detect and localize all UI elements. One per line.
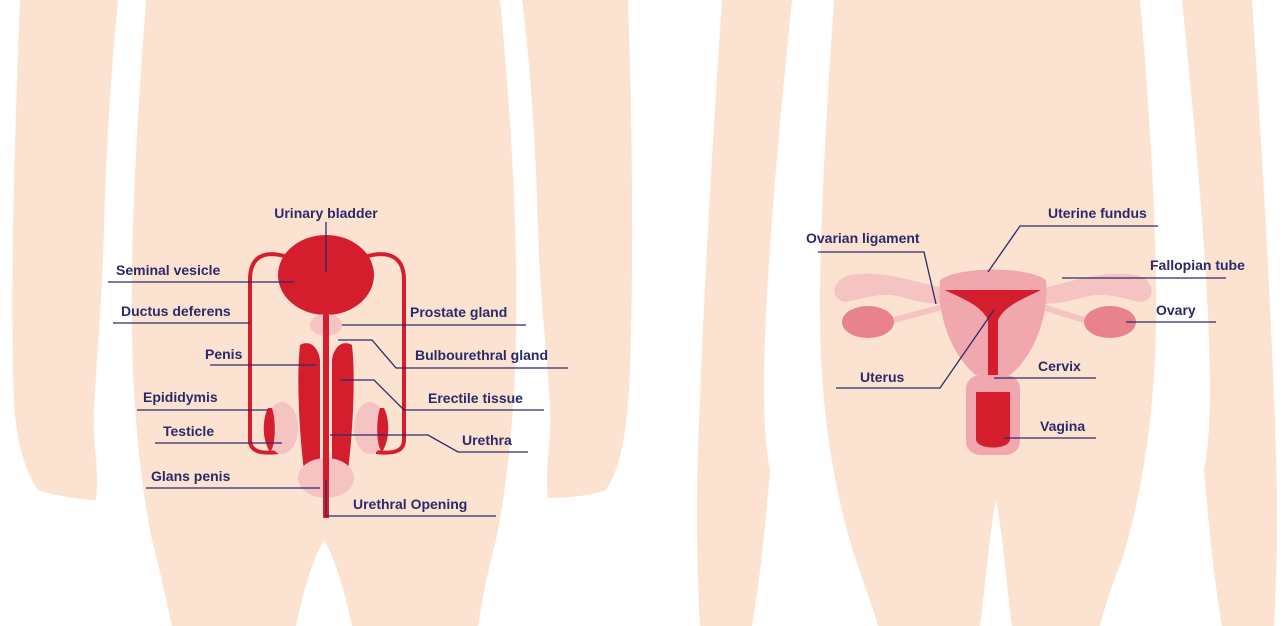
label-ductus-deferens: Ductus deferens bbox=[121, 303, 231, 319]
label-testicle: Testicle bbox=[163, 423, 214, 439]
label-penis: Penis bbox=[205, 346, 243, 362]
label-ovarian-ligament: Ovarian ligament bbox=[806, 230, 920, 246]
label-uterus: Uterus bbox=[860, 369, 905, 385]
label-fallopian-tube: Fallopian tube bbox=[1150, 257, 1245, 273]
label-epididymis: Epididymis bbox=[143, 389, 218, 405]
label-prostate-gland: Prostate gland bbox=[410, 304, 507, 320]
label-uterine-fundus: Uterine fundus bbox=[1048, 205, 1147, 221]
label-glans-penis: Glans penis bbox=[151, 468, 231, 484]
label-cervix: Cervix bbox=[1038, 358, 1081, 374]
label-urethra: Urethra bbox=[462, 432, 512, 448]
label-bulbourethral-gland: Bulbourethral gland bbox=[415, 347, 548, 363]
label-vagina: Vagina bbox=[1040, 418, 1085, 434]
label-ovary: Ovary bbox=[1156, 302, 1196, 318]
ovary-left-shape bbox=[842, 306, 894, 338]
vagina-shape bbox=[976, 392, 1010, 448]
label-urethral-opening: Urethral Opening bbox=[353, 496, 467, 512]
label-seminal-vesicle: Seminal vesicle bbox=[116, 262, 221, 278]
label-urinary-bladder: Urinary bladder bbox=[274, 205, 378, 221]
label-erectile-tissue: Erectile tissue bbox=[428, 390, 523, 406]
